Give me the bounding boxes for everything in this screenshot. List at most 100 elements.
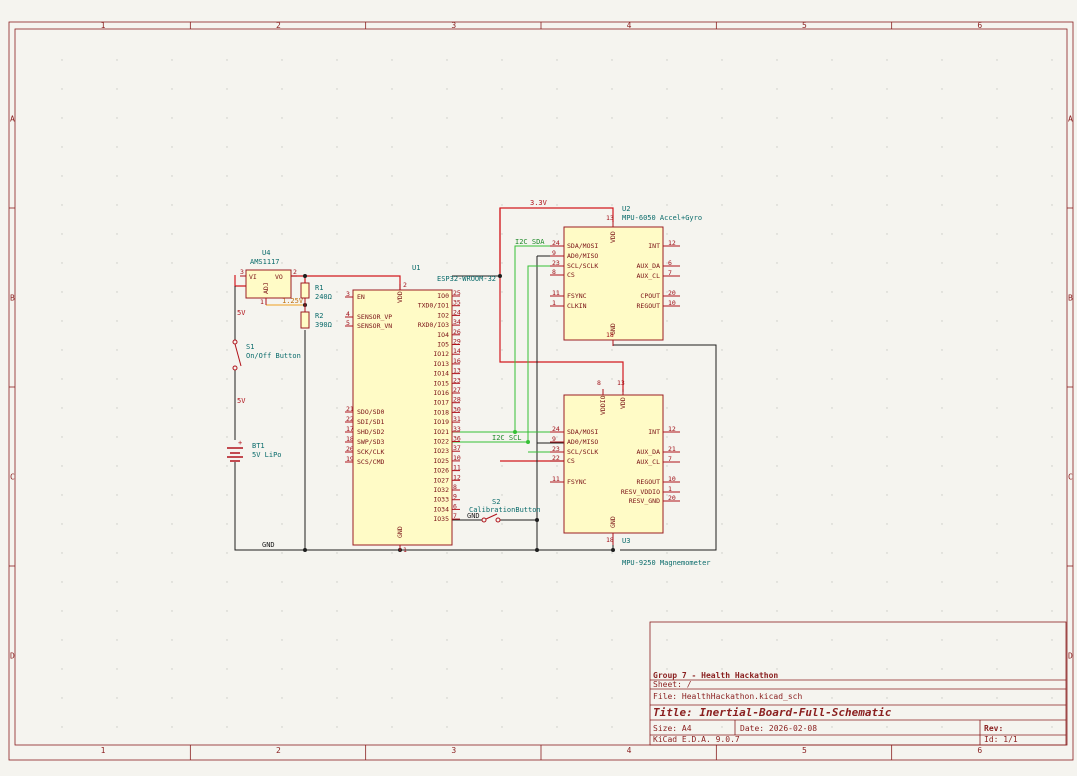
net-label-gnd-main: GND — [262, 541, 275, 549]
s2-value: CalibrationButton — [469, 506, 541, 514]
bt1-ref: BT1 — [252, 442, 265, 450]
pin-number: 1 — [552, 299, 556, 307]
r2-value: 390Ω — [315, 321, 332, 329]
tb-tool: KiCad E.D.A. 9.0.7 — [653, 735, 740, 744]
net-label-scl: I2C SCL — [492, 434, 522, 442]
pin-number: 13 — [453, 367, 461, 375]
frame-col-top: 4 — [627, 21, 632, 30]
pin-name: CS — [567, 271, 575, 279]
frame-row-left: C — [10, 473, 15, 482]
pin-name: AUX_CL — [637, 272, 661, 280]
pin-number: 20 — [346, 445, 354, 453]
pin-number: 3 — [346, 290, 350, 298]
u3-gnd-num: 18 — [606, 536, 614, 544]
component-r2[interactable]: R2 390Ω — [300, 305, 332, 329]
frame-col-bottom: 3 — [451, 746, 456, 755]
u3-vdd: VDD — [619, 397, 627, 409]
pin-number: 21 — [346, 405, 354, 413]
pin-number: 20 — [668, 289, 676, 297]
pin-name: IO35 — [433, 515, 449, 523]
pin-number: 23 — [552, 259, 560, 267]
pin-name: SENSOR_VN — [357, 322, 392, 330]
pin-number: 25 — [453, 289, 461, 297]
pin-number: 35 — [453, 299, 461, 307]
frame-col-bottom: 1 — [101, 746, 106, 755]
pin-name: SCL/SCLK — [567, 262, 598, 270]
frame-col-top: 5 — [802, 21, 807, 30]
pin-name: FSYNC — [567, 292, 587, 300]
pin-name: SDA/MOSI — [567, 428, 598, 436]
component-s1[interactable]: S1 On/Off Button — [232, 339, 301, 371]
u4-pin-adj: ADJ — [262, 282, 270, 294]
component-s2[interactable]: S2 CalibrationButton — [469, 498, 541, 523]
frame-row-left: B — [10, 294, 15, 303]
frame-col-top: 6 — [977, 21, 982, 30]
component-u3[interactable]: VDDIO VDD GND 8 13 18 U3 MPU-9250 Magnem… — [550, 379, 711, 567]
pin-number: 21 — [668, 445, 676, 453]
pin-number: 24 — [552, 239, 560, 247]
pin-number: 11 — [453, 464, 461, 472]
u1-gnd-num: 1 — [403, 546, 407, 554]
pin-name: IO32 — [433, 486, 449, 494]
frame-col-bottom: 2 — [276, 746, 281, 755]
pin-name: REGOUT — [637, 478, 661, 486]
wires — [234, 207, 717, 551]
bt1-value: 5V LiPo — [252, 451, 282, 459]
pin-number: 9 — [552, 249, 556, 257]
pin-number: 10 — [668, 299, 676, 307]
pin-name: IO33 — [433, 496, 449, 504]
pin-number: 11 — [552, 475, 560, 483]
u4-value: AMS1117 — [250, 258, 280, 266]
u2-vdd: VDD — [609, 231, 617, 243]
bt1-plus: + — [238, 439, 242, 447]
pin-number: 20 — [668, 494, 676, 502]
frame-row-right: C — [1068, 473, 1073, 482]
pin-number: 31 — [453, 415, 461, 423]
pin-name: AD0/MISO — [567, 252, 598, 260]
pin-number: 30 — [453, 405, 461, 413]
net-label-adj: 1.25V — [282, 297, 304, 305]
u1-gnd: GND — [396, 526, 404, 538]
pin-name: IO23 — [433, 447, 449, 455]
pin-number: 18 — [346, 435, 354, 443]
pin-name: TXD0/IO1 — [418, 302, 449, 310]
pin-name: IO5 — [437, 341, 449, 349]
pin-name: SENSOR_VP — [357, 313, 392, 321]
component-u4[interactable]: VI VO ADJ 3 2 1 U4 AMS1117 — [240, 249, 297, 306]
frame-row-right: A — [1068, 115, 1073, 124]
s1-value: On/Off Button — [246, 352, 301, 360]
pin-name: IO18 — [433, 408, 449, 416]
pin-number: 14 — [453, 347, 461, 355]
pin-number: 5 — [346, 319, 350, 327]
pin-number: 12 — [668, 239, 676, 247]
pin-number: 7 — [668, 455, 672, 463]
pin-name: IO0 — [437, 292, 449, 300]
pin-number: 9 — [552, 435, 556, 443]
component-r1[interactable]: R1 240Ω — [300, 282, 332, 305]
pin-number: 1 — [668, 485, 672, 493]
component-bt1[interactable]: + BT1 5V LiPo — [227, 439, 282, 462]
pin-number: 23 — [552, 445, 560, 453]
tb-file: File: HealthHackathon.kicad_sch — [653, 692, 802, 701]
u4-ref: U4 — [262, 249, 270, 257]
u3-value: MPU-9250 Magnemometer — [622, 559, 711, 567]
pin-name: AUX_DA — [637, 262, 661, 270]
tb-size: Size: A4 — [653, 724, 692, 733]
pin-number: 22 — [552, 454, 560, 462]
s1-ref: S1 — [246, 343, 254, 351]
s2-ref: S2 — [492, 498, 500, 506]
pin-number: 10 — [668, 475, 676, 483]
tb-sheet: Sheet: / — [653, 680, 692, 689]
net-label-5v-a: 5V — [237, 309, 246, 317]
pin-number: 23 — [453, 376, 461, 384]
pin-number: 7 — [668, 269, 672, 277]
u2-ref: U2 — [622, 205, 630, 213]
pin-number: 33 — [453, 425, 461, 433]
frame-row-left: D — [10, 652, 15, 661]
pin-name: INT — [648, 242, 660, 250]
